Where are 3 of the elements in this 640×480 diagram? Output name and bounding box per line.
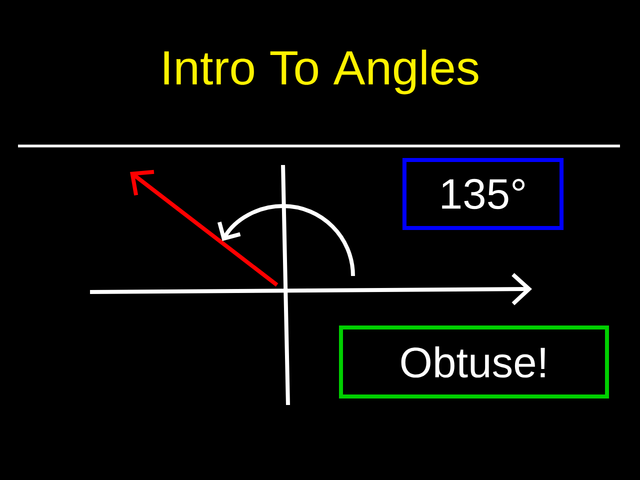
label-box: Obtuse! — [339, 325, 609, 399]
title: Intro To Angles — [164, 50, 478, 94]
label-box: 135° — [402, 158, 564, 230]
